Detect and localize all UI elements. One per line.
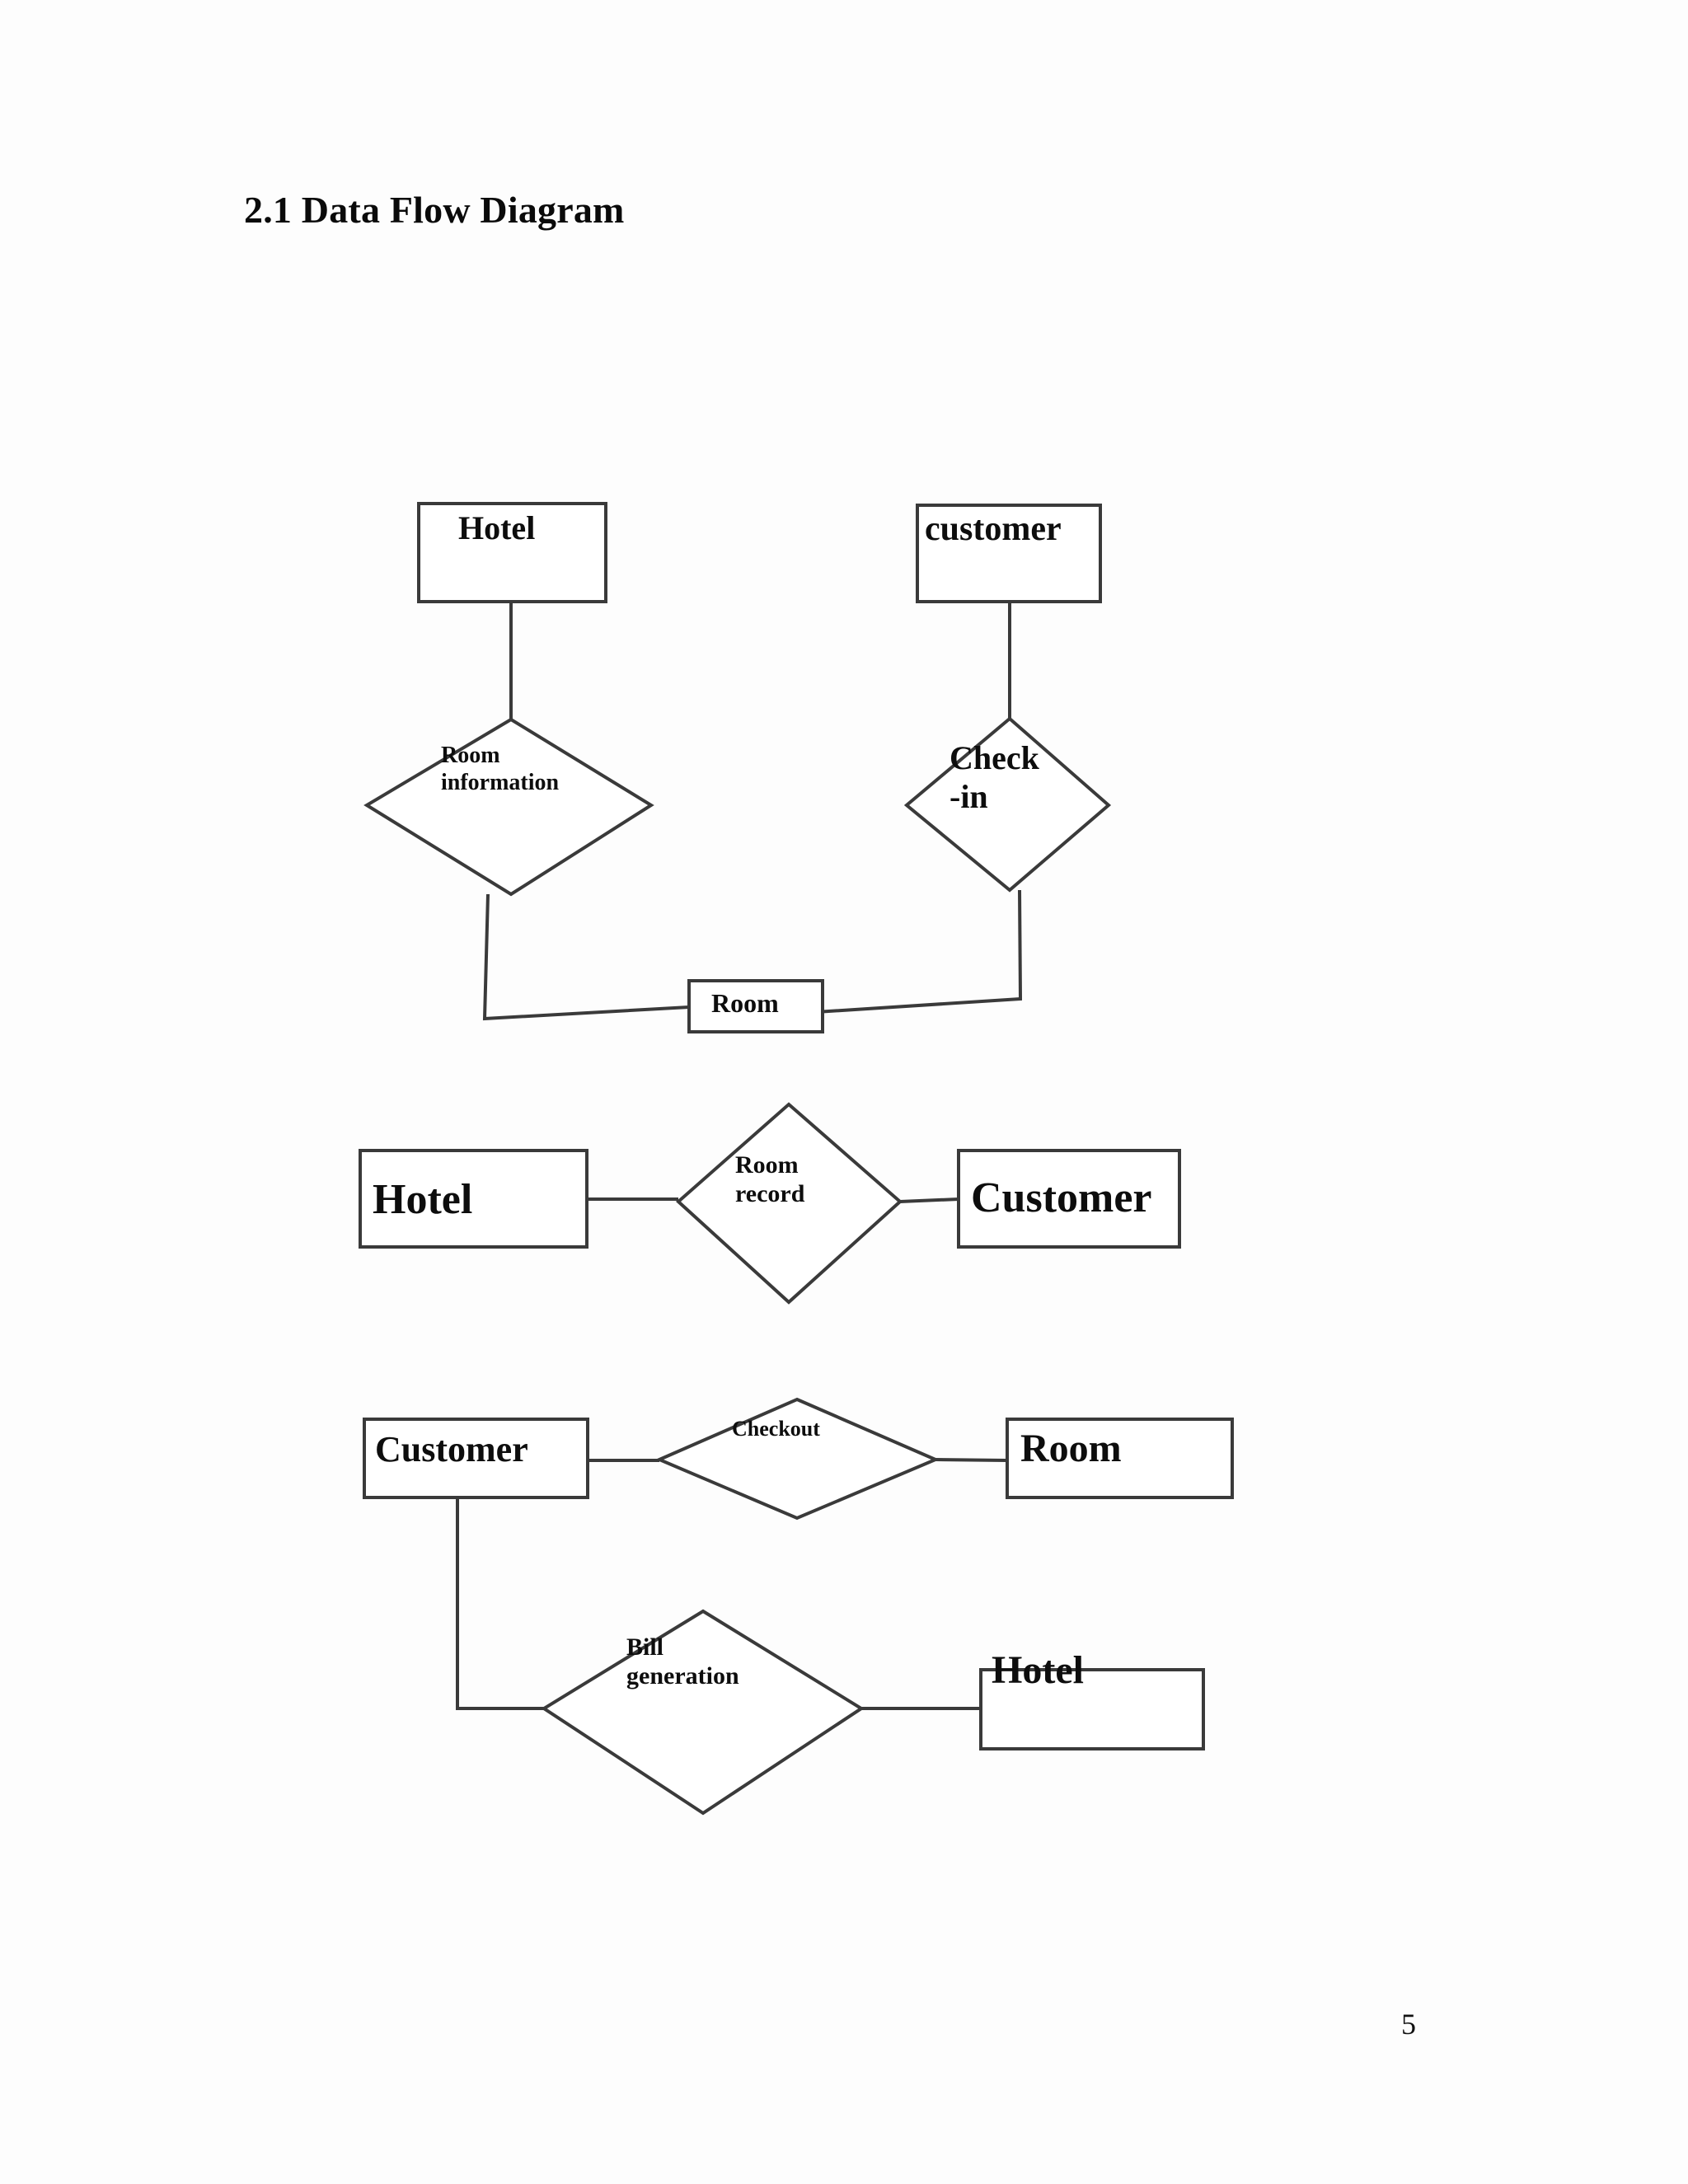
entity-box-room-row3: [1006, 1418, 1234, 1499]
connector-room-record-to-customer: [899, 1197, 959, 1203]
entity-box-customer-row1: [916, 504, 1102, 603]
entity-box-customer-row3: [363, 1418, 589, 1499]
page-title: 2.1 Data Flow Diagram: [244, 189, 625, 231]
relation-diamond-bill-generation: [541, 1609, 865, 1816]
entity-box-customer-row2: [957, 1149, 1181, 1249]
connector-customer-to-bill-generation: [456, 1497, 544, 1710]
relation-diamond-room-record: [676, 1102, 903, 1305]
relation-diamond-check-in: [903, 716, 1112, 893]
entity-box-hotel-row4: [979, 1668, 1205, 1750]
page-number: 5: [1401, 2008, 1416, 2041]
connector-check-in-to-room: [815, 889, 1023, 1014]
relation-diamond-checkout: [654, 1397, 940, 1521]
entity-box-hotel-row1: [417, 502, 607, 603]
connector-room-information-to-room: [482, 893, 690, 1021]
entity-box-hotel-row2: [359, 1149, 588, 1249]
entity-box-room-row1: [687, 979, 824, 1033]
relation-diamond-room-information: [363, 717, 654, 897]
